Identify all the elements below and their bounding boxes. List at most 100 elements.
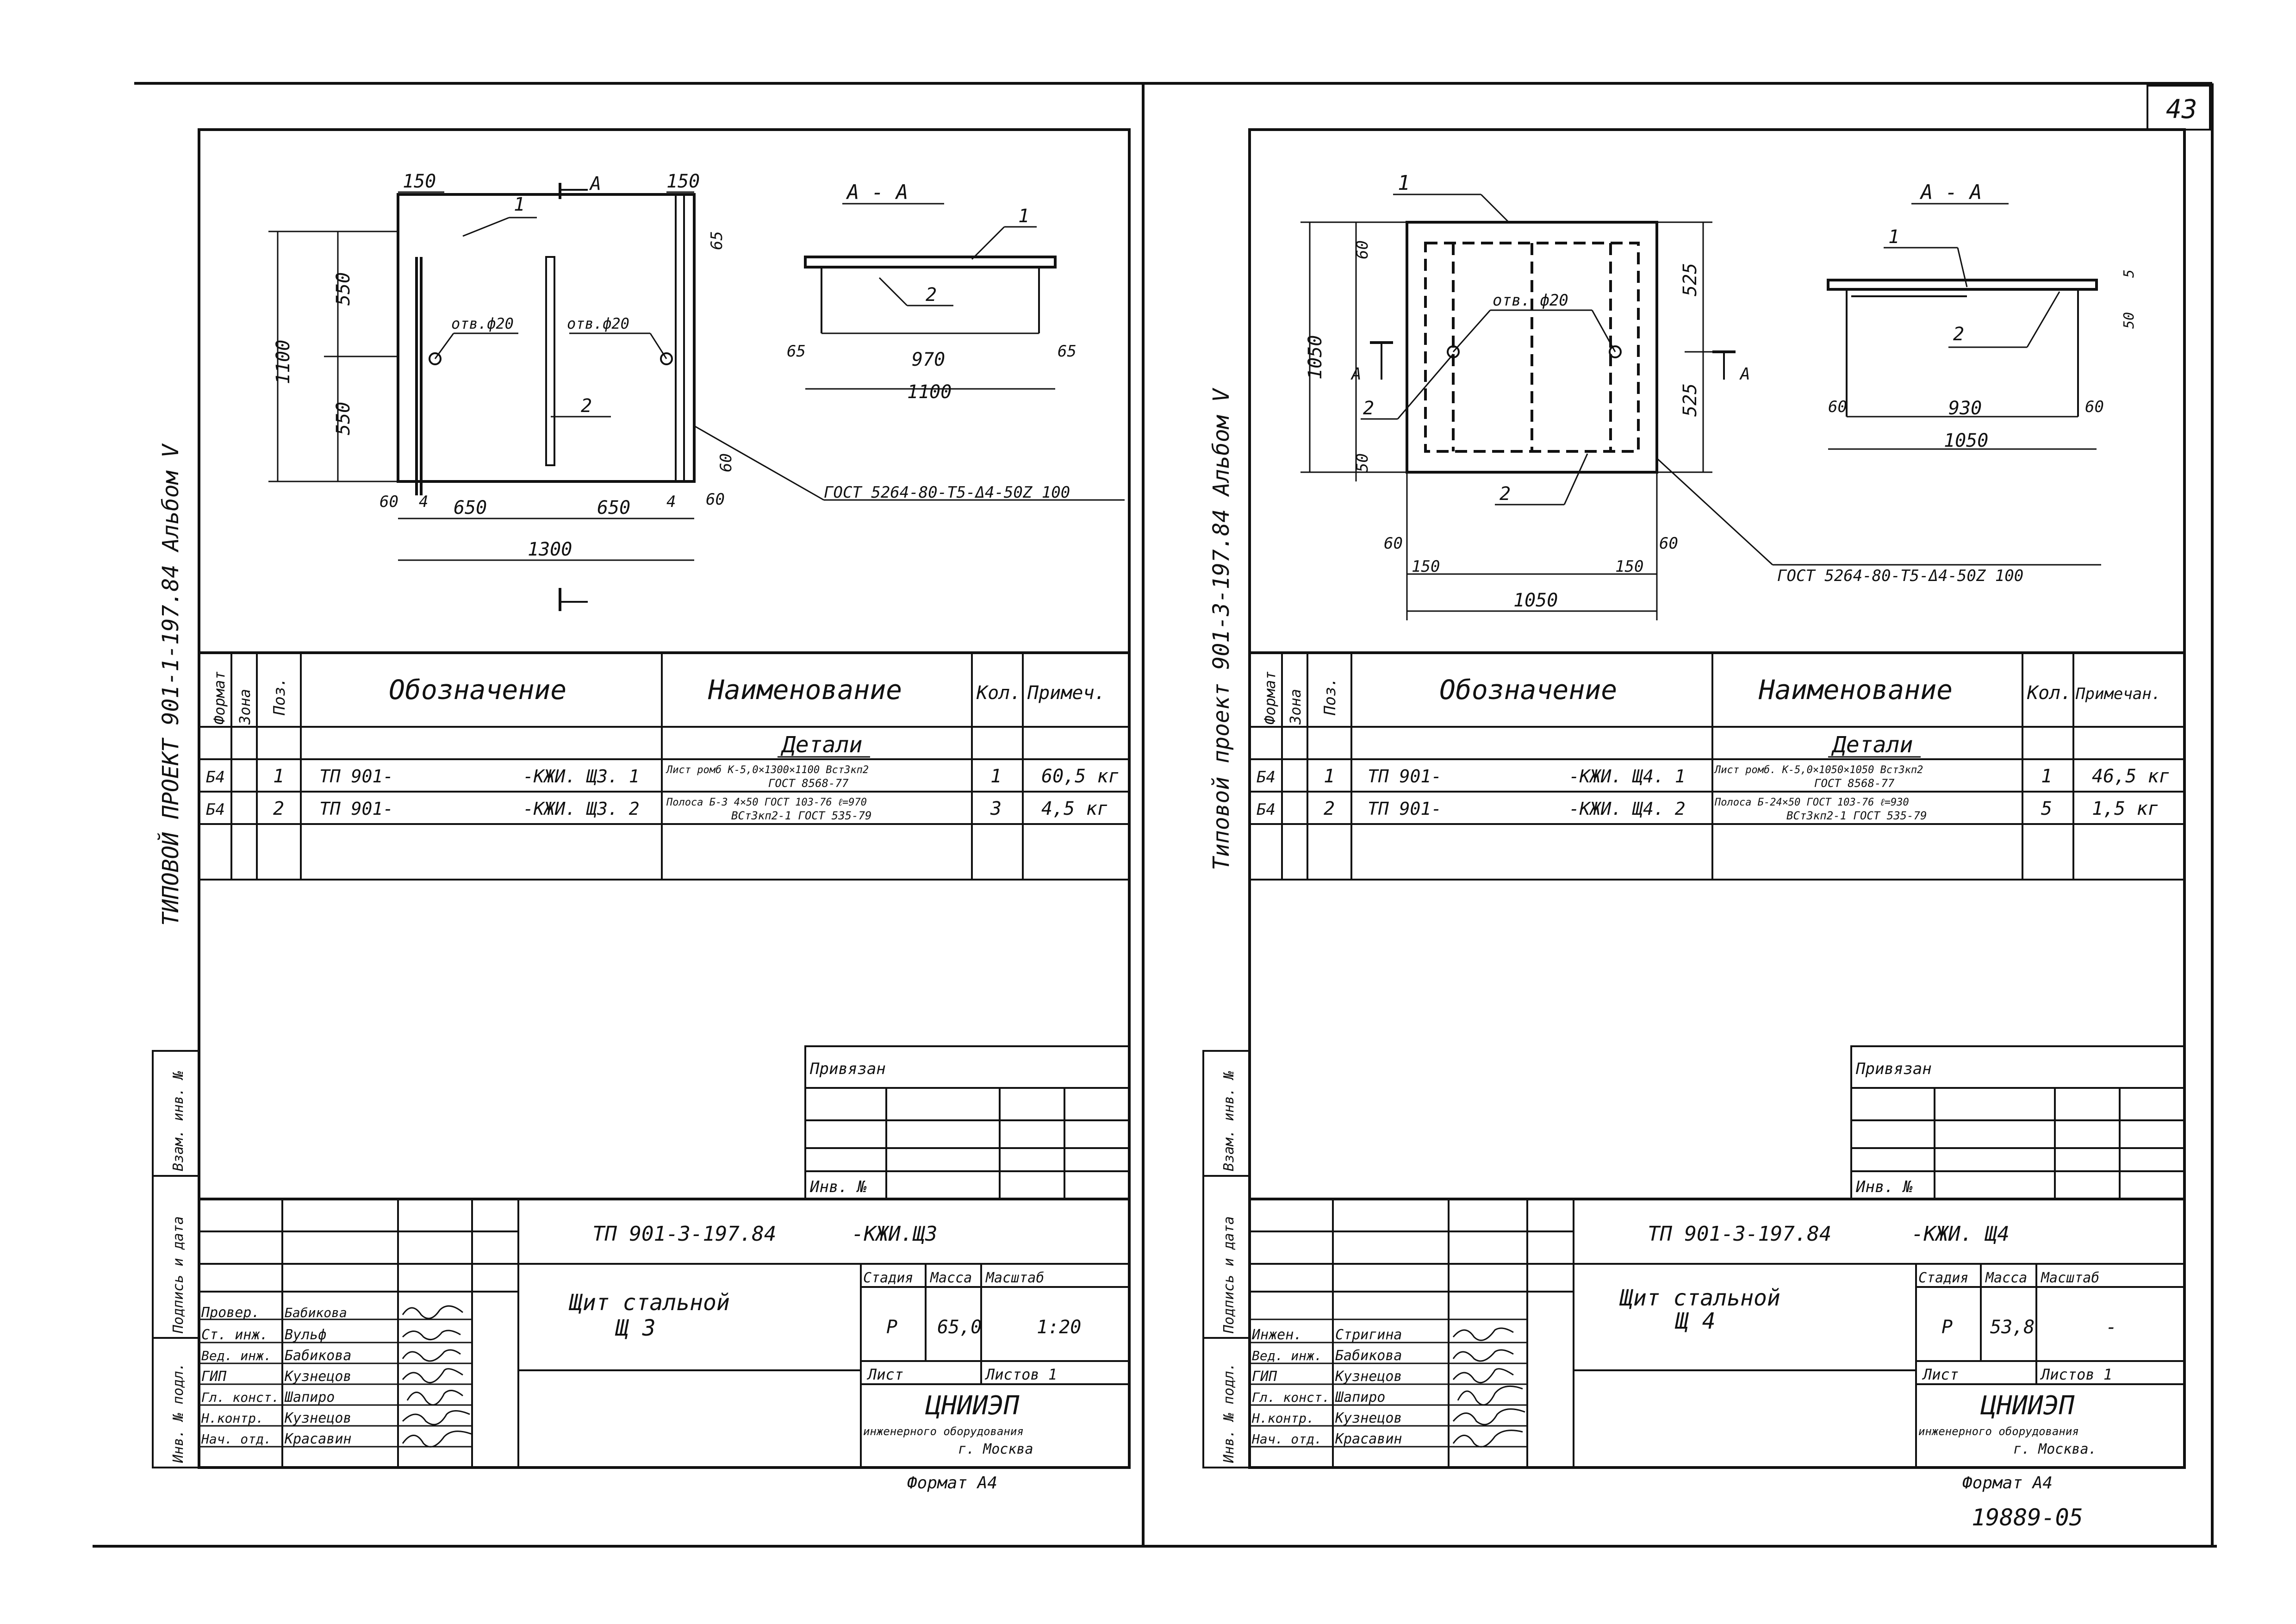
right-row2-format: Б4	[1257, 800, 1276, 819]
right-mass: 53,8	[1990, 1317, 2035, 1338]
left-staff-role: ГИП	[201, 1368, 227, 1385]
left-staff-role: Ст. инж.	[201, 1327, 268, 1343]
right-table-section: Детали	[1831, 732, 1913, 758]
left-row2-qty: 3	[990, 798, 1002, 819]
right-sdim-1050: 1050	[1944, 430, 1988, 451]
left-dim-b60: 60	[380, 493, 398, 511]
right-scale: -	[2106, 1317, 2117, 1338]
right-sdim-930: 930	[1948, 398, 1982, 419]
right-code: ТП 901-3-197.84	[1648, 1222, 1831, 1246]
right-title2: Щ 4	[1674, 1308, 1716, 1334]
right-side-project: Типовой проект 901-3-197.84 Альбом V	[1208, 387, 1234, 870]
left-spec-table: Формат Зона Поз. Обозначение Наименовани…	[199, 651, 1129, 881]
right-row2-des: ТП 901-	[1368, 799, 1442, 819]
right-mark-a-right: А	[1739, 365, 1750, 384]
right-panel-plan	[1406, 221, 1658, 474]
right-row2-name2: ВСт3кп2-1 ГОСТ 535-79	[1786, 809, 1927, 822]
right-row1-pos: 1	[1324, 766, 1335, 787]
left-spos2: 2	[926, 284, 937, 306]
left-dim-650a: 650	[454, 497, 487, 518]
right-pos2b: 2	[1500, 483, 1511, 505]
right-stamp-podpis: Подпись и дата	[1221, 1216, 1237, 1334]
left-dim-150b: 150	[666, 171, 700, 192]
right-dim-525b: 525	[1680, 383, 1701, 417]
left-staff-role: Нач. отд.	[201, 1431, 272, 1447]
right-row2-qty: 5	[2041, 798, 2052, 819]
right-stage: Р	[1941, 1317, 1953, 1338]
right-code2: -КЖИ. Щ4	[1911, 1222, 2010, 1246]
left-th-format: Формат	[211, 671, 228, 725]
left-staff-name: Кузнецов	[284, 1410, 352, 1426]
left-scale-h: Масштаб	[985, 1270, 1044, 1286]
right-staff-name: Шапиро	[1335, 1389, 1385, 1405]
left-dim-650b: 650	[597, 497, 630, 518]
left-row1-name: Лист ромб К-5,0×1300×1100 Вст3кп2	[666, 764, 869, 776]
left-section-sheet	[804, 256, 1057, 269]
left-th-pos: Поз.	[270, 677, 289, 716]
right-staff-role: Н.контр.	[1251, 1411, 1314, 1426]
right-staff-name: Кузнецов	[1335, 1368, 1402, 1385]
left-dim-1300: 1300	[528, 539, 572, 560]
left-row1-note: 60,5 кг	[1041, 766, 1120, 787]
left-row2-format: Б4	[206, 800, 225, 819]
left-pos2: 2	[581, 395, 592, 417]
right-staff: Инжен. Стригина Вед. инж. Бабикова ГИП К…	[1250, 1318, 1527, 1448]
left-inv-label: Инв. №	[809, 1178, 867, 1196]
left-sheet-h: Лист	[866, 1366, 903, 1383]
right-org: ЦНИИЭП	[1980, 1391, 2075, 1421]
signature-scribble	[402, 1330, 461, 1341]
right-pos1: 1	[1398, 171, 1410, 195]
right-dim-1050: 1050	[1305, 335, 1326, 380]
signature-scribble	[1452, 1408, 1525, 1425]
left-mass: 65,0	[937, 1317, 982, 1338]
right-section-sheet	[1827, 279, 2098, 291]
right-dim-w1050: 1050	[1513, 590, 1558, 611]
right-dim-b60: 60	[1384, 534, 1403, 553]
doc-number: 19889-05	[1972, 1504, 2083, 1531]
left-sheet: ТИПОВОЙ ПРОЕКТ 901-1-197.84 Альбом V Вза…	[152, 128, 1131, 1493]
left-dim-550a: 550	[333, 272, 354, 306]
right-staff-role: Вед. инж.	[1252, 1348, 1322, 1363]
right-staff-name: Бабикова	[1335, 1348, 1402, 1364]
left-table-section: Детали	[780, 732, 862, 758]
right-section-title: А - А	[1919, 181, 1982, 204]
left-sdim-65b: 65	[1058, 342, 1076, 361]
left-pos1: 1	[514, 194, 525, 215]
right-spos1: 1	[1888, 226, 1899, 248]
left-row1-qty: 1	[990, 766, 1002, 787]
left-org3: г. Москва	[958, 1441, 1033, 1457]
right-th-qty: Кол.	[2027, 682, 2072, 704]
right-gost-weld: ГОСТ 5264-80-Т5-Δ4-50Z 100	[1777, 567, 2023, 585]
right-th-format: Формат	[1261, 671, 1279, 725]
left-org: ЦНИИЭП	[925, 1391, 1020, 1421]
left-dim-r60: 60	[717, 453, 735, 472]
left-panel-plan	[397, 193, 696, 483]
left-privyazan-block: Привязан Инв. №	[804, 1045, 1130, 1200]
right-th-pos: Поз.	[1321, 677, 1339, 716]
right-th-zone: Зона	[1287, 689, 1304, 725]
right-row2-pos: 2	[1324, 798, 1335, 819]
left-staff-role: Гл. конст.	[201, 1390, 280, 1405]
left-hole-label-r: отв.ф20	[567, 315, 629, 332]
right-sdim-60b: 60	[2085, 398, 2104, 416]
left-staff-role: Провер.	[201, 1305, 260, 1321]
left-sdim-970: 970	[912, 349, 945, 370]
right-row1-des: ТП 901-	[1368, 766, 1442, 787]
right-title-block: ТП 901-3-197.84 -КЖИ. Щ4 Щит стальной Щ …	[1250, 1198, 2184, 1531]
left-staff-name: Шапиро	[284, 1389, 335, 1405]
right-title: Щит стальной	[1619, 1285, 1780, 1311]
left-spos1: 1	[1018, 206, 1029, 227]
right-th-designation: Обозначение	[1439, 674, 1617, 706]
left-dim-550b: 550	[333, 402, 354, 435]
left-th-qty: Кол.	[976, 682, 1021, 704]
signature-scribble	[1452, 1349, 1514, 1362]
left-code: ТП 901-3-197.84	[592, 1222, 776, 1246]
right-pos2a: 2	[1363, 398, 1374, 419]
left-scale: 1:20	[1037, 1317, 1081, 1338]
right-sdim-50: 50	[2121, 312, 2137, 329]
right-staff-role: ГИП	[1252, 1368, 1277, 1385]
right-inv-label: Инв. №	[1855, 1178, 1913, 1196]
right-staff-role: Инжен.	[1251, 1327, 1302, 1343]
left-stamp-podpis: Подпись и дата	[170, 1216, 187, 1334]
